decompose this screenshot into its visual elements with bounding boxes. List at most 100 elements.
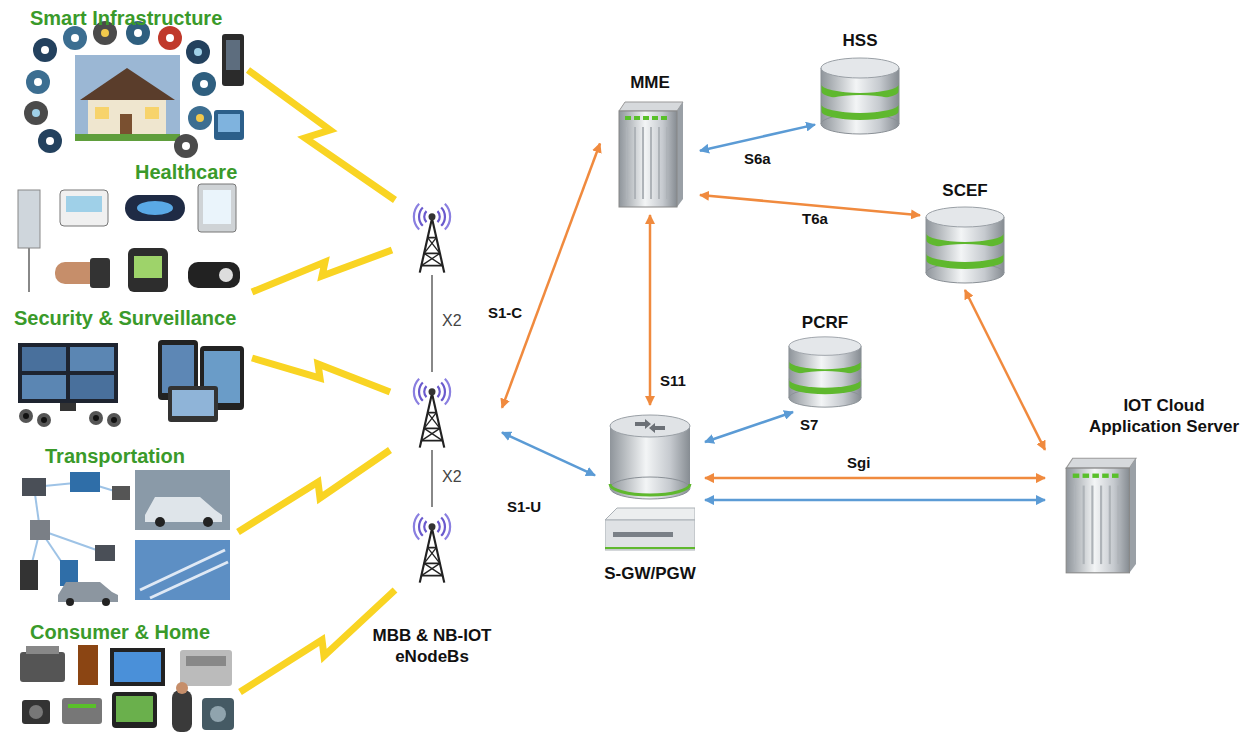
transportation-picture-part (22, 478, 46, 496)
smart-infrastructure-picture-part (134, 29, 142, 37)
healthcare-picture-part (128, 248, 168, 292)
transportation-picture-part (102, 598, 110, 606)
interface-connector (649, 215, 652, 405)
node-label: IOT Cloud Application Server (1085, 395, 1243, 437)
node-label: MBB & NB-IOT eNodeBs (362, 185, 502, 667)
gateway-router-icon-part (605, 415, 695, 550)
security-picture-part (60, 403, 76, 411)
security-picture-part (168, 386, 218, 422)
smart-infrastructure-picture-part (26, 70, 50, 94)
transportation-picture-part (112, 486, 130, 500)
consumer-home-picture-part (176, 682, 188, 694)
security-picture-part (19, 409, 33, 423)
interface-label: S1-U (505, 498, 543, 516)
interface-label: S7 (798, 416, 820, 434)
enodeb-tower-icon-part (414, 204, 450, 273)
security-picture-part (22, 375, 66, 399)
consumer-home-picture-part (186, 656, 226, 666)
healthcare-picture-part (125, 195, 185, 221)
security-picture-part (162, 345, 194, 393)
node-label: S-GW/PGW (595, 405, 705, 584)
transportation-picture-part (203, 517, 213, 527)
healthcare-picture-part (219, 268, 233, 282)
database-icon (789, 58, 1004, 407)
transportation-picture-part (20, 560, 38, 590)
smart-infrastructure-picture-part (188, 106, 212, 130)
healthcare-picture-part (60, 190, 108, 226)
x2-link-part (431, 275, 433, 372)
node-label: HSS (815, 30, 905, 51)
consumer-home-picture-part (29, 705, 43, 719)
node-label: MME (600, 72, 700, 93)
transportation-picture-part (135, 470, 230, 530)
smart-infrastructure-picture-part (38, 129, 62, 153)
security-picture (18, 340, 244, 427)
smart-infrastructure-picture-part (218, 114, 240, 132)
category-heading: Security & Surveillance (14, 306, 236, 330)
healthcare-picture-part (203, 190, 231, 224)
enodeb-group: MBB & NB-IOT eNodeBs (362, 185, 502, 680)
healthcare-picture-part (188, 262, 240, 288)
interface-label: T6a (800, 210, 830, 228)
database-icon-part (789, 337, 861, 407)
enodeb-tower-icon-part (414, 379, 450, 448)
consumer-home-picture-part (78, 645, 98, 685)
transportation-picture-part (30, 520, 50, 540)
category-heading: Healthcare (135, 160, 237, 184)
consumer-home-picture-part (202, 698, 234, 730)
smart-infrastructure-picture-part (95, 107, 109, 119)
wireless-link-bolt-part (248, 70, 395, 200)
consumer-home-picture-part (180, 650, 232, 686)
gateway-router-icon (605, 415, 695, 550)
consumer-home-picture-part (20, 652, 65, 682)
server-icon (619, 102, 1136, 573)
smart-infrastructure-picture-part (71, 34, 79, 42)
smart-infrastructure-picture-part (200, 80, 208, 88)
wireless-link-bolt-part (240, 590, 395, 692)
smart-infrastructure-picture (24, 21, 244, 158)
consumer-home-picture-part (22, 700, 50, 724)
consumer-home-picture-part (210, 706, 226, 722)
consumer-home-picture (20, 645, 234, 732)
x2-link-part (431, 450, 433, 507)
interface-label: S6a (742, 150, 773, 168)
smart-infrastructure-picture-part (214, 110, 244, 140)
node-label: SCEF (920, 180, 1010, 201)
security-picture-part (23, 413, 29, 419)
smart-infrastructure-picture-part (80, 68, 175, 100)
healthcare-picture-part (18, 190, 40, 248)
security-picture-part (172, 390, 214, 416)
server-icon-part (1066, 458, 1136, 573)
smart-infrastructure-picture-part (46, 137, 54, 145)
category-heading: Transportation (45, 444, 185, 468)
consumer-home-picture-part (110, 648, 165, 686)
security-picture-part (22, 347, 66, 371)
smart-infrastructure-picture-part (88, 100, 166, 136)
consumer-home-picture-part (26, 646, 59, 654)
healthcare-picture (18, 184, 240, 292)
consumer-home-picture-part (114, 652, 161, 682)
transportation-picture-part (58, 582, 118, 602)
smart-infrastructure-picture-part (222, 34, 244, 86)
smart-infrastructure-picture-part (174, 134, 198, 158)
security-picture-part (70, 375, 114, 399)
wireless-link-bolt-part (252, 358, 390, 392)
mme-server: MME (600, 72, 700, 215)
smart-infrastructure-picture-part (101, 29, 109, 37)
smart-infrastructure-picture-part (33, 38, 57, 62)
smart-infrastructure-picture-part (145, 107, 159, 119)
transportation-picture (20, 470, 230, 606)
wireless-link-bolt (238, 70, 395, 692)
consumer-home-picture-part (62, 698, 102, 724)
transportation-picture-part (135, 540, 230, 600)
wireless-link-bolt-part (252, 250, 392, 292)
security-picture-part (93, 415, 99, 421)
smart-infrastructure-picture-part (194, 48, 202, 56)
interface-label: S1-C (486, 304, 524, 322)
smart-infrastructure-picture-part (32, 109, 40, 117)
interface-label: Sgi (845, 454, 872, 472)
security-picture-part (111, 417, 117, 423)
transportation-picture-part (70, 472, 100, 492)
server-icon-part (619, 102, 683, 207)
